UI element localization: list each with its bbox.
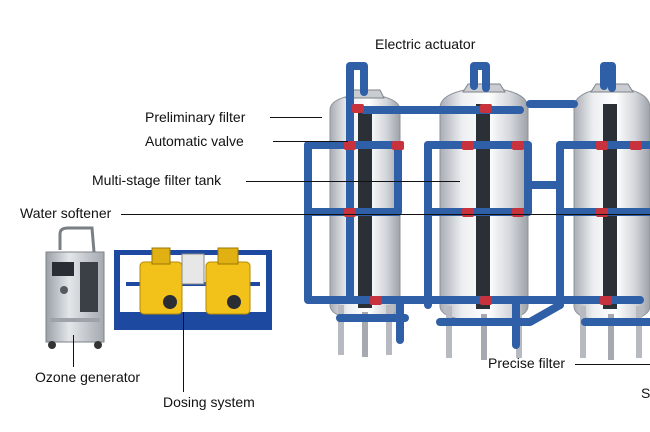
leader-line-preliminary-filter bbox=[270, 117, 322, 118]
leader-line-automatic-valve bbox=[273, 141, 348, 142]
leader-line-precise-filter bbox=[575, 364, 650, 365]
label-clipped-edge: S bbox=[641, 385, 650, 401]
ozone-generator-icon bbox=[45, 226, 105, 349]
leader-line-ozone-generator bbox=[73, 335, 74, 367]
label-multi-stage-filter-tank: Multi-stage filter tank bbox=[92, 172, 222, 188]
leader-line-multi-stage-filter-tank bbox=[246, 181, 460, 182]
label-electric-actuator: Electric actuator bbox=[375, 36, 476, 52]
label-ozone-generator: Ozone generator bbox=[35, 369, 141, 385]
label-precise-filter: Precise filter bbox=[488, 355, 566, 371]
leader-line-water-softener bbox=[121, 214, 650, 215]
label-preliminary-filter: Preliminary filter bbox=[145, 109, 246, 125]
label-automatic-valve: Automatic valve bbox=[145, 133, 244, 149]
label-dosing-system: Dosing system bbox=[163, 394, 255, 410]
dosing-system-icon bbox=[114, 247, 272, 330]
label-water-softener: Water softener bbox=[20, 205, 112, 221]
pipe-icon bbox=[304, 62, 650, 349]
leader-line-dosing-system bbox=[183, 312, 184, 392]
